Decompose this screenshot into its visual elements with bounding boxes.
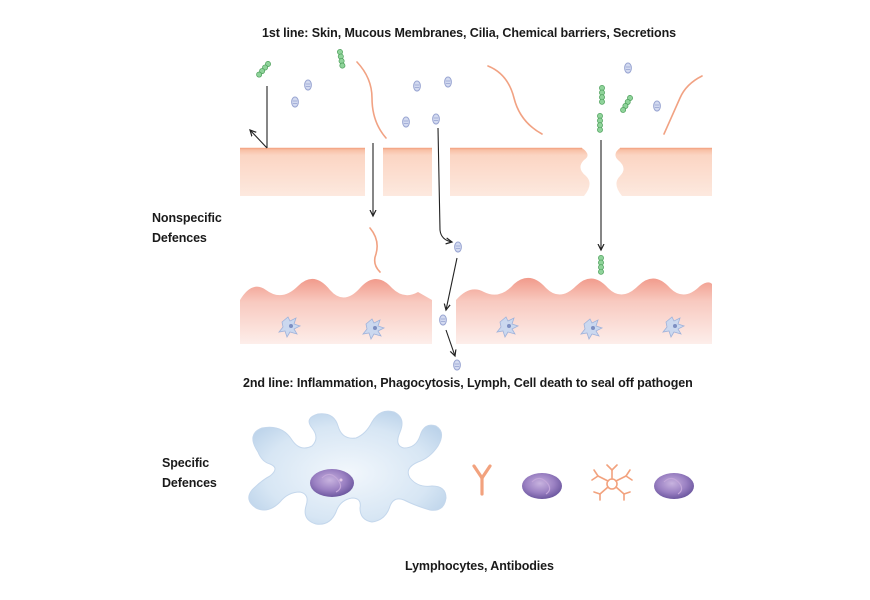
lymphocyte-1 <box>522 473 562 499</box>
pathway-arrows <box>250 86 601 356</box>
cilia <box>356 61 703 273</box>
antibody-y <box>472 464 492 496</box>
lymphocytes-antibodies-label: Lymphocytes, Antibodies <box>405 559 554 573</box>
antibody-star <box>591 464 633 501</box>
first-line-label: 1st line: Skin, Mucous Membranes, Cilia,… <box>262 26 676 40</box>
skin-layer <box>240 147 712 196</box>
macrophage-cell <box>248 410 447 525</box>
specific-defences-label: Specific Defences <box>162 456 217 490</box>
second-line-label: 2nd line: Inflammation, Phagocytosis, Ly… <box>243 376 693 390</box>
nonspecific-defences-label: Nonspecific Defences <box>152 211 222 245</box>
mucous-membrane-layer <box>240 277 712 344</box>
lymphocyte-2 <box>654 473 694 499</box>
